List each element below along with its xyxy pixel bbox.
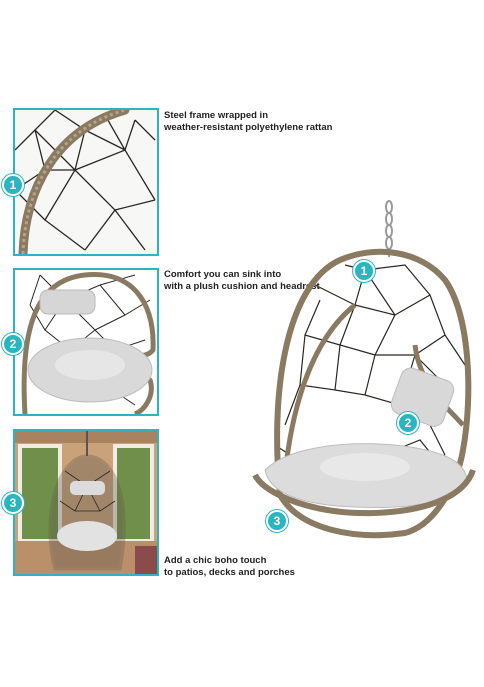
porch-scene-panel <box>13 429 159 576</box>
frame-closeup-panel <box>13 108 159 256</box>
feature-2-caption: Comfort you can sink into with a plush c… <box>164 269 364 293</box>
main-feature-1-badge: 1 <box>353 260 375 282</box>
main-feature-2-badge: 2 <box>397 412 419 434</box>
cushion-image <box>15 270 157 414</box>
feature-3-line1: Add a chic boho touch <box>164 555 267 566</box>
feature-1-caption: Steel frame wrapped in weather-resistant… <box>164 110 364 134</box>
main-feature-3-badge: 3 <box>266 510 288 532</box>
cushion-panel <box>13 268 159 416</box>
egg-chair-product-image <box>245 195 480 545</box>
feature-2-line1: Comfort you can sink into <box>164 269 282 280</box>
feature-1-line1: Steel frame wrapped in <box>164 110 269 121</box>
porch-scene-image <box>15 431 157 574</box>
feature-2-badge: 2 <box>2 333 24 355</box>
feature-3-line2: to patios, decks and porches <box>164 567 295 578</box>
hanging-chain <box>385 200 393 257</box>
feature-1-badge: 1 <box>2 174 24 196</box>
feature-2-line2: with a plush cushion and headrest <box>164 281 320 292</box>
feature-3-caption: Add a chic boho touch to patios, decks a… <box>164 555 364 579</box>
feature-3-badge: 3 <box>2 492 24 514</box>
frame-closeup-image <box>15 110 157 254</box>
feature-1-line2: weather-resistant polyethylene rattan <box>164 122 333 133</box>
